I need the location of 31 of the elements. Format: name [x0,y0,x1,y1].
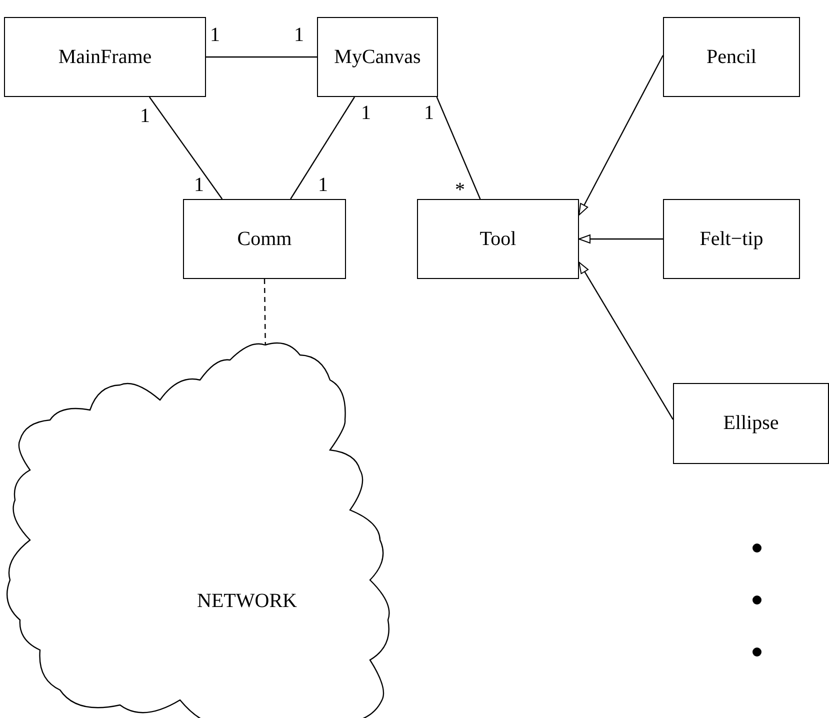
node-label: Tool [480,228,516,250]
connector [578,234,663,244]
multiplicity-label: 1 [194,175,204,195]
node-label: Comm [237,228,292,250]
class-box [4,17,206,97]
multiplicity-label: * [455,180,465,200]
connector [578,262,674,420]
connector [264,279,266,346]
class-box [673,383,829,464]
class-box [417,199,579,279]
multiplicity-label: 1 [210,25,220,45]
node-label: MainFrame [58,46,152,68]
class-box [663,17,800,97]
class-box [663,199,800,279]
multiplicity-label: 1 [318,175,328,195]
multiplicity-label: 1 [294,25,304,45]
node-label: Pencil [706,46,756,68]
node-label: Ellipse [723,412,779,435]
connector [578,55,664,216]
class-box [183,199,346,279]
multiplicity-label: 1 [140,106,150,126]
connector [436,96,481,200]
class-box [317,17,438,97]
multiplicity-label: 1 [424,103,434,123]
connector [290,96,356,200]
multiplicity-label: 1 [361,103,371,123]
connector [148,96,223,200]
node-label: NETWORK [197,590,297,613]
node-label: MyCanvas [334,46,421,68]
connector [206,56,317,58]
node-label: Felt−tip [700,228,764,250]
